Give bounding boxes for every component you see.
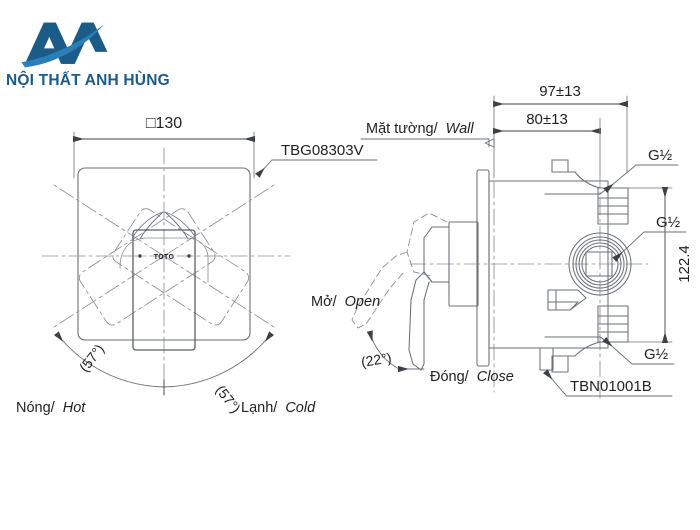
body-height-dimension: [627, 187, 673, 343]
close-label-vi: Đóng/: [430, 369, 470, 385]
brand-logo: NỘI THẤT ANH HÙNG: [6, 22, 170, 89]
hub-outline: [119, 237, 209, 283]
open-label-vi: Mở/: [311, 294, 338, 310]
side-escutcheon-plate: [476, 169, 490, 367]
trim-callout-leader: [255, 159, 273, 178]
wall-label: Mặt tường/ Wall: [366, 121, 474, 137]
cold-label-vi: Lạnh/: [241, 400, 278, 416]
hot-angle-label: (57°): [76, 341, 107, 375]
side-view-group: [351, 95, 687, 399]
front-center-ticks: [138, 254, 191, 258]
plate-width-label: □130: [146, 115, 182, 132]
hot-label-vi: Nóng/: [16, 400, 56, 416]
handle-open-angle-arc: [366, 330, 400, 370]
valve-part-callout: TBN01001B: [570, 378, 652, 395]
side-dim-extension-lines: [493, 95, 628, 177]
outer-depth-label: 97±13: [539, 83, 581, 100]
logo-wordmark: NỘI THẤT ANH HÙNG: [6, 71, 170, 89]
thread-bottom-label: G½: [644, 346, 669, 363]
handle-open-angle-label: (22°): [360, 349, 393, 370]
cold-angle-arc: [163, 331, 275, 388]
front-centerlines: [41, 147, 291, 396]
trim-part-callout: TBG08303V: [281, 142, 364, 159]
thread-mid-label: G½: [656, 214, 681, 231]
handle-closed-profile: [408, 226, 450, 371]
cartridge-sleeve: [448, 221, 479, 307]
thread-top-label: G½: [648, 147, 673, 164]
front-view-group: TOTO: [41, 131, 378, 396]
handle-lever-tips: [133, 211, 195, 240]
cold-angle-label: (57°): [213, 382, 244, 416]
valve-callout-leader: [542, 369, 673, 397]
hot-label-en: Hot: [63, 400, 87, 416]
handle-body: [132, 229, 196, 351]
logo-mark: [21, 22, 108, 68]
body-height-label: 122.4: [676, 245, 693, 283]
front-rotation-centerlines: [53, 184, 275, 328]
valve-body: [488, 159, 632, 373]
wall-label-en: Wall: [446, 121, 475, 137]
inner-depth-label: 80±13: [526, 111, 568, 128]
toto-brand-mark: TOTO: [154, 254, 175, 261]
handle-open-profile: [351, 212, 448, 329]
wall-datum: [360, 138, 495, 148]
open-label: Mở/ Open: [311, 294, 380, 310]
hot-angle-arc: [53, 331, 165, 388]
cold-label-en: Cold: [285, 400, 316, 416]
close-label: Đóng/ Close: [430, 369, 514, 385]
close-label-en: Close: [477, 369, 514, 385]
thread-callout-leaders: [602, 164, 687, 365]
cold-label: Lạnh/ Cold: [241, 400, 316, 416]
open-label-en: Open: [345, 294, 380, 310]
hot-label: Nóng/ Hot: [16, 400, 86, 416]
wall-label-vi: Mặt tường/: [366, 121, 439, 137]
